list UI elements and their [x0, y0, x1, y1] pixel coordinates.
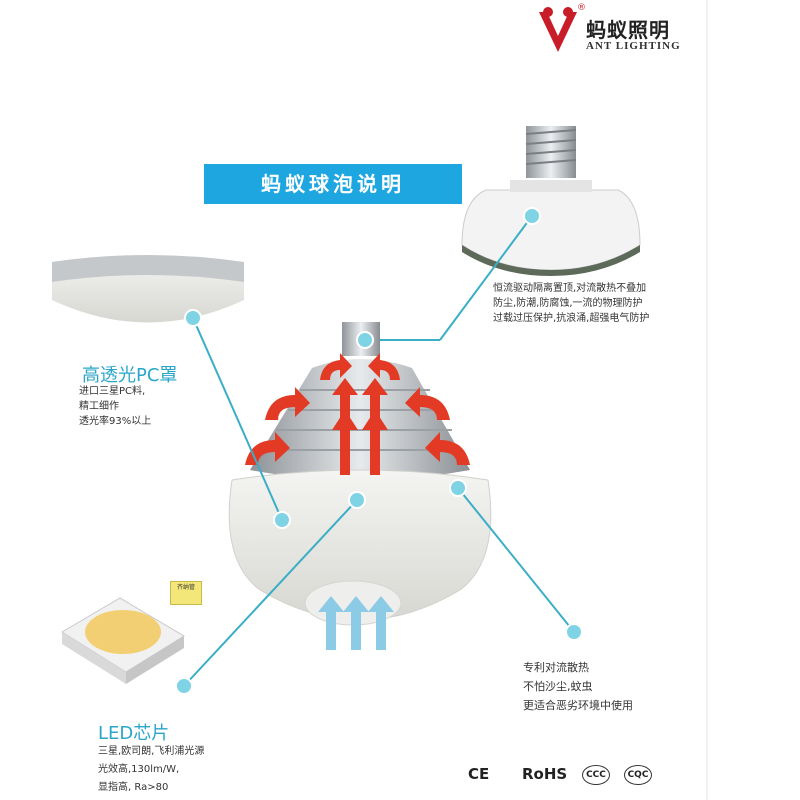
pc-cover-line: 透光率93%以上	[79, 416, 152, 427]
ant-v-logo-icon	[539, 7, 577, 52]
air-intake-arrows	[318, 596, 394, 650]
convection-line: 不怕沙尘,蚊虫	[523, 680, 593, 693]
driver-line: 防尘,防潮,防腐蚀,一流的物理防护	[493, 298, 643, 309]
led-chip-title: LED芯片	[98, 723, 170, 744]
ccc-mark: CCC	[582, 765, 610, 785]
ce-mark: CE	[468, 765, 490, 783]
led-chip-image	[61, 597, 185, 684]
page-title-banner: 蚂蚁球泡说明	[204, 164, 462, 204]
bulb-image	[228, 322, 492, 626]
cqc-mark: CQC	[624, 765, 652, 785]
driver-line: 过载过压保护,抗浪涌,超强电气防护	[493, 313, 650, 324]
pc-cover-title: 高透光PC罩	[82, 365, 178, 386]
brand-name-cn: 蚂蚁照明	[586, 18, 670, 42]
driver-module-image	[461, 126, 641, 276]
driver-description: 恒流驱动隔离置顶,对流散热不叠加 防尘,防潮,防腐蚀,一流的物理防护 过载过压保…	[493, 281, 649, 326]
pc-cover-line: 精工细作	[79, 401, 119, 412]
registered-mark: ®	[577, 3, 586, 13]
led-line: 显指高, Ra>80	[98, 782, 169, 793]
pc-cover-line: 进口三星PC料,	[79, 386, 146, 397]
driver-line: 恒流驱动隔离置顶,对流散热不叠加	[493, 283, 647, 294]
pc-cover-description: 进口三星PC料, 精工细作 透光率93%以上	[79, 384, 151, 429]
convection-line: 专利对流散热	[523, 661, 589, 674]
heat-arrows	[245, 353, 470, 475]
convection-line: 更适合恶劣环境中使用	[523, 699, 633, 712]
led-chip-description: 三星,欧司朗,飞利浦光源 光效高,130lm/W, 显指高, Ra>80	[98, 743, 204, 797]
convection-description: 专利对流散热 不怕沙尘,蚊虫 更适合恶劣环境中使用	[523, 658, 633, 715]
pc-cover-image	[52, 255, 244, 323]
led-line: 光效高,130lm/W,	[98, 764, 180, 775]
led-line: 三星,欧司朗,飞利浦光源	[98, 746, 205, 757]
callout-dots	[175, 207, 583, 695]
brand-name-en: ANT LIGHTING	[586, 40, 681, 52]
rohs-mark: RoHS	[522, 765, 568, 783]
callout-lines	[183, 215, 575, 687]
zener-tag: 齐纳管	[170, 581, 202, 605]
